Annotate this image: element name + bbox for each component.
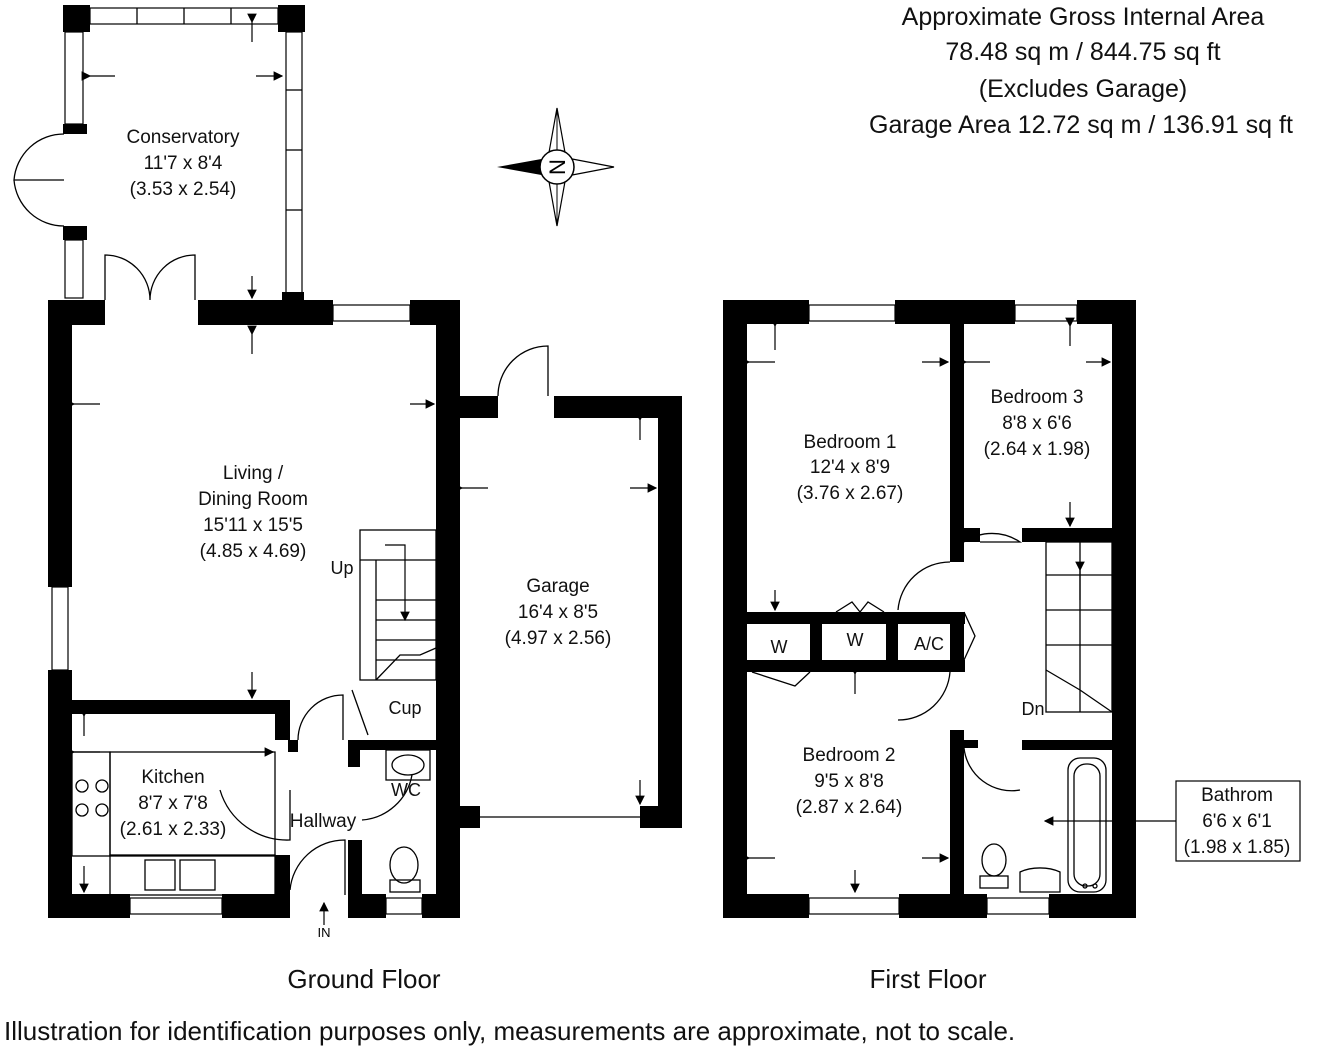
conservatory-metric: (3.53 x 2.54) (130, 179, 237, 200)
bedroom1-name: Bedroom 1 (804, 432, 897, 453)
ground-floor-plan: Conservatory 11'7 x 8'4 (3.53 x 2.54) Li… (13, 5, 682, 940)
garage-imperial: 16'4 x 8'5 (518, 602, 598, 623)
area-line-4: Garage Area 12.72 sq m / 136.91 sq ft (869, 111, 1293, 139)
bedroom1-imperial: 12'4 x 8'9 (810, 457, 890, 478)
bathroom-imperial: 6'6 x 6'1 (1202, 811, 1272, 832)
compass-icon: N (497, 107, 615, 227)
first-floor-plan: Bedroom 1 12'4 x 8'9 (3.76 x 2.67) Bedro… (723, 300, 1301, 918)
entrance-label: IN (318, 925, 331, 940)
bathroom-metric: (1.98 x 1.85) (1184, 837, 1291, 858)
first-floor-title: First Floor (870, 964, 987, 994)
hallway-label: Hallway (290, 811, 357, 832)
disclaimer-text: Illustration for identification purposes… (4, 1016, 1015, 1046)
wc-label: WC (391, 780, 421, 800)
cupboard-label: Cup (388, 698, 421, 718)
wardrobe-1-label: W (771, 637, 788, 657)
stairs-up-label: Up (330, 558, 353, 578)
living-name-1: Living / (223, 463, 284, 484)
area-line-3: (Excludes Garage) (979, 75, 1187, 103)
bathroom-name: Bathrom (1201, 785, 1273, 806)
ground-floor-title: Ground Floor (287, 964, 441, 994)
garage-name: Garage (526, 576, 589, 597)
bedroom2-metric: (2.87 x 2.64) (796, 797, 903, 818)
living-imperial: 15'11 x 15'5 (203, 515, 303, 536)
kitchen-name: Kitchen (141, 767, 204, 788)
area-summary: Approximate Gross Internal Area 78.48 sq… (869, 3, 1293, 139)
bedroom1-metric: (3.76 x 2.67) (797, 483, 904, 504)
kitchen-imperial: 8'7 x 7'8 (138, 793, 208, 814)
compass-letter: N (545, 159, 570, 175)
kitchen-metric: (2.61 x 2.33) (120, 819, 227, 840)
bedroom3-name: Bedroom 3 (991, 387, 1084, 408)
bedroom2-name: Bedroom 2 (803, 745, 896, 766)
area-line-1: Approximate Gross Internal Area (902, 3, 1265, 31)
conservatory-imperial: 11'7 x 8'4 (144, 153, 223, 174)
bedroom2-imperial: 9'5 x 8'8 (814, 771, 884, 792)
wardrobe-2-label: W (847, 630, 864, 650)
bedroom3-imperial: 8'8 x 6'6 (1002, 413, 1072, 434)
area-line-2: 78.48 sq m / 844.75 sq ft (945, 38, 1220, 66)
stairs-down-label: Dn (1021, 699, 1044, 719)
airing-cupboard-label: A/C (914, 634, 944, 654)
garage-metric: (4.97 x 2.56) (505, 628, 612, 649)
conservatory-name: Conservatory (127, 127, 240, 148)
living-metric: (4.85 x 4.69) (200, 541, 307, 562)
bedroom3-metric: (2.64 x 1.98) (984, 439, 1091, 460)
living-name-2: Dining Room (198, 489, 308, 510)
